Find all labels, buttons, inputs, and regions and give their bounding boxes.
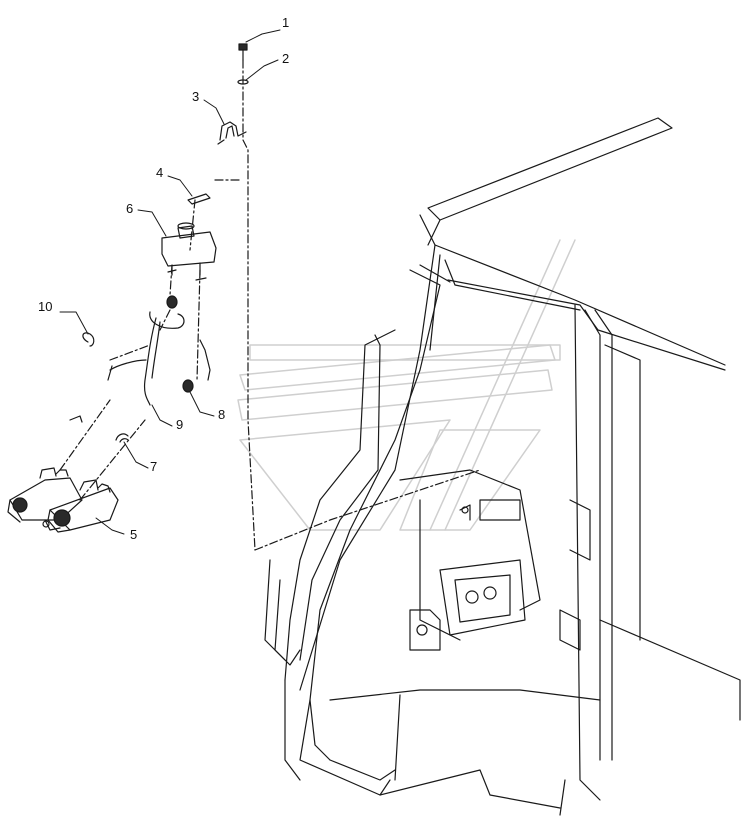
callout-4: 4 — [156, 165, 164, 180]
callout-leaders — [59, 29, 281, 535]
part-screw — [238, 43, 248, 61]
part-reservoir — [161, 222, 217, 281]
part-washer — [237, 79, 249, 85]
part-clamp — [82, 332, 95, 347]
part-hose — [107, 311, 211, 406]
cab-frame — [299, 117, 726, 816]
callout-9: 9 — [176, 417, 184, 432]
part-master-cylinder — [7, 467, 119, 533]
installation-centerlines — [59, 59, 481, 551]
callout-2: 2 — [282, 51, 290, 66]
part-grommet — [166, 295, 194, 393]
callout-3: 3 — [192, 89, 200, 104]
part-plate — [187, 193, 211, 205]
part-bracket — [217, 121, 247, 145]
watermark-logo — [237, 239, 576, 531]
part-hose-clip — [69, 415, 129, 443]
callout-1: 1 — [282, 15, 290, 30]
callout-5: 5 — [130, 527, 138, 542]
interior-bracket — [329, 469, 741, 781]
callout-10: 10 — [38, 299, 53, 314]
door-frame — [264, 264, 561, 809]
callout-6: 6 — [126, 201, 134, 216]
callout-8: 8 — [218, 407, 226, 422]
callout-7: 7 — [150, 459, 158, 474]
